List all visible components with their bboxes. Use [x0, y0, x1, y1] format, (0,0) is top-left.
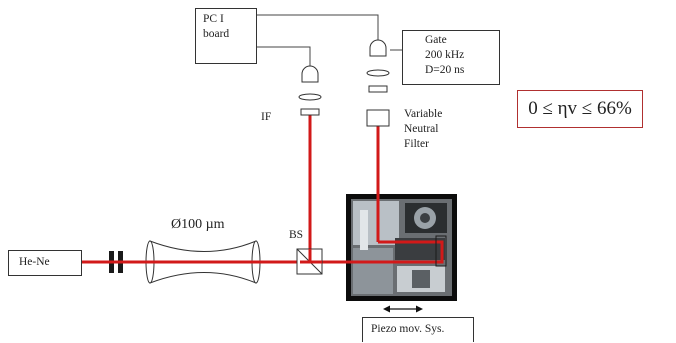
vnf-label-line2: Neutral	[404, 123, 439, 135]
gate-box: Gate 200 kHz D=20 ns	[402, 30, 500, 85]
efficiency-range-label: 0 ≤ ηv ≤ 66%	[528, 98, 632, 119]
detector-if-icon	[301, 65, 319, 83]
laser-label: He-Ne	[19, 256, 50, 268]
if-label: IF	[261, 111, 272, 123]
if-filter-icon	[300, 108, 320, 116]
lens-if-icon	[298, 93, 322, 101]
pc-board-label-line2: board	[203, 28, 230, 40]
piezo-box: Piezo mov. Sys.	[362, 317, 474, 342]
gate-label-line3: D=20 ns	[425, 64, 465, 76]
variable-neutral-filter-icon	[366, 109, 390, 127]
detector-vnf-icon	[369, 39, 387, 57]
apparatus-photo	[346, 194, 457, 301]
gate-label-line2: 200 kHz	[425, 49, 465, 61]
piezo-label: Piezo mov. Sys.	[371, 323, 445, 335]
bs-label: BS	[289, 229, 304, 241]
vnf-small-filter-icon	[368, 85, 388, 93]
pc-board-box: PC I board	[195, 8, 257, 64]
lens-vnf-icon	[366, 69, 390, 77]
signal-wires	[255, 14, 402, 70]
efficiency-range-box: 0 ≤ ηv ≤ 66%	[517, 90, 643, 128]
pc-board-label-line1: PC I	[203, 13, 224, 25]
vnf-label-line3: Filter	[404, 138, 429, 150]
lens-waist-label: Ø100 µm	[171, 217, 225, 232]
laser-box: He-Ne	[8, 250, 82, 276]
beam-splitter-icon	[296, 248, 323, 275]
vnf-label-line1: Variable	[404, 108, 443, 120]
gate-label-line1: Gate	[425, 34, 447, 46]
piezo-arrow-icon	[383, 305, 423, 313]
